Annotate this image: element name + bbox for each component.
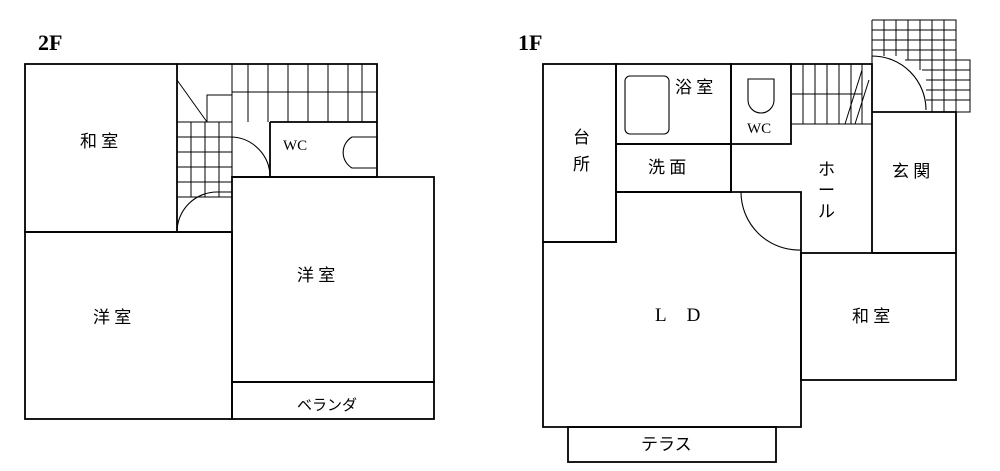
second-floor-plan: 2F	[24, 30, 435, 420]
second-staircase	[176, 64, 377, 233]
first-terrace-label: テラス	[641, 435, 692, 454]
first-wc	[730, 63, 792, 145]
first-living-dining-label: L D	[655, 305, 708, 326]
first-ld-door-swing	[740, 191, 802, 251]
first-floor-title: 1F	[518, 30, 542, 55]
first-japanese-room-label: 和 室	[852, 307, 890, 326]
first-kitchen	[542, 63, 617, 243]
second-door-swing-hall	[176, 191, 232, 233]
first-toilet-fixture	[747, 78, 775, 114]
second-core-outline	[177, 63, 378, 178]
first-hall-label-3: ル	[818, 202, 835, 221]
first-kitchen-label-2: 所	[573, 155, 590, 174]
first-wc-label: WC	[747, 121, 771, 137]
first-kitchen-label-1: 台	[573, 128, 590, 147]
first-entrance-door-swing	[871, 55, 927, 111]
second-western-room-right-label: 洋 室	[297, 266, 335, 285]
second-floor-title: 2F	[38, 30, 62, 55]
first-hall-label-2: ー	[818, 181, 835, 200]
first-bathtub	[624, 75, 670, 135]
second-veranda	[231, 381, 435, 420]
second-toilet-fixture	[342, 136, 378, 169]
first-bathroom-label: 浴 室	[675, 78, 713, 97]
first-washroom-label: 洗 面	[648, 158, 686, 177]
first-floor-plan: 1F	[518, 19, 971, 463]
first-entrance-label: 玄 関	[892, 162, 930, 181]
first-living-dining	[542, 191, 802, 428]
first-terrace	[567, 426, 777, 463]
first-hall-label-1: ホ	[818, 160, 835, 179]
first-staircase	[791, 19, 971, 125]
second-veranda-label: ベランダ	[297, 397, 357, 414]
second-wc-label: WC	[283, 138, 307, 154]
first-japanese-room	[800, 252, 957, 381]
second-western-room-left-label: 洋 室	[93, 308, 131, 327]
second-door-swing-wc	[231, 136, 271, 178]
first-entrance	[872, 111, 957, 254]
second-japanese-room-label: 和 室	[80, 132, 118, 151]
